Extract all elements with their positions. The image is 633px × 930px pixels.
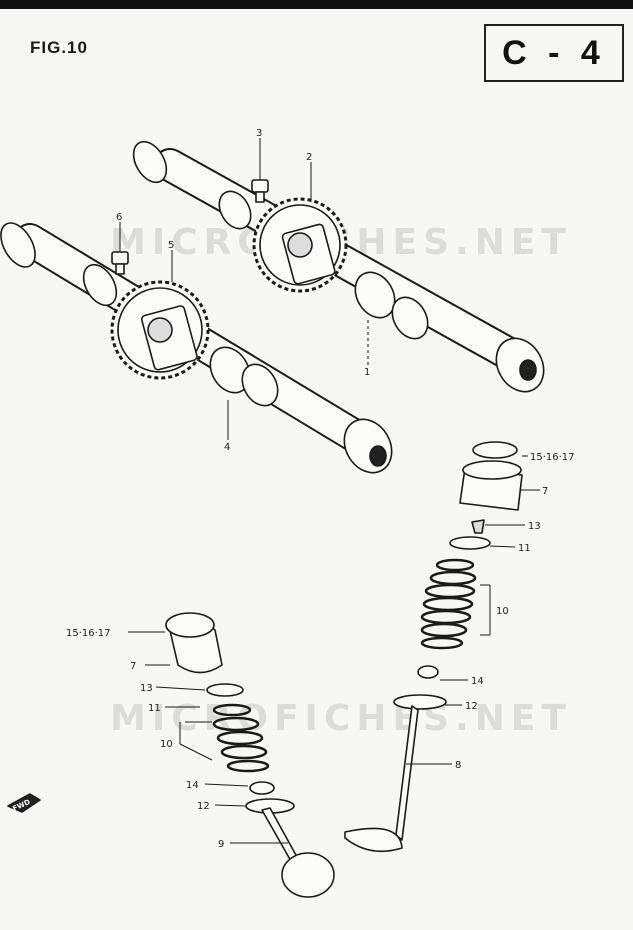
callout-4: 4 <box>224 442 230 453</box>
callout-10-left: 10 <box>160 739 173 750</box>
seal-right <box>417 665 439 679</box>
callout-6: 6 <box>116 212 122 223</box>
callout-15-16-17-right: 15·16·17 <box>530 452 575 463</box>
seal-left <box>249 781 275 795</box>
top-border-bar <box>0 0 633 9</box>
callout-14-left: 14 <box>186 780 199 791</box>
fwd-arrow-icon <box>7 793 41 813</box>
callout-3: 3 <box>256 128 262 139</box>
callout-10-right: 10 <box>496 606 509 617</box>
exhaust-valve-head <box>344 827 403 853</box>
spring-left <box>212 703 270 773</box>
retainer-left <box>206 683 244 697</box>
valve-assembly-left <box>165 612 335 898</box>
callout-9: 9 <box>218 839 224 850</box>
sprocket-upper <box>252 197 348 293</box>
callout-2: 2 <box>306 152 312 163</box>
callout-13-right: 13 <box>528 521 541 532</box>
bolt-6 <box>111 251 129 275</box>
callout-15-16-17-left: 15·16·17 <box>66 628 111 639</box>
callout-5: 5 <box>168 240 174 251</box>
shim-right <box>472 441 518 459</box>
callout-14-right: 14 <box>471 676 484 687</box>
figure-label: FIG.10 <box>30 38 88 57</box>
valve-assembly-right <box>344 441 523 853</box>
callout-11-right: 11 <box>518 543 531 554</box>
camshaft-upper <box>132 140 545 393</box>
exhaust-valve-stem <box>395 705 419 841</box>
callout-8: 8 <box>455 760 461 771</box>
callout-1: 1 <box>364 367 370 378</box>
callout-11-left: 11 <box>148 703 161 714</box>
retainer-right <box>449 536 491 550</box>
sprocket-lower <box>110 280 210 380</box>
callout-12-left: 12 <box>197 801 210 812</box>
bolt-3 <box>251 179 269 203</box>
seat-right <box>393 694 447 710</box>
intake-valve-head <box>281 852 335 898</box>
callout-13-left: 13 <box>140 683 153 694</box>
watermark-bottom: MICROFICHES.NET <box>110 698 572 739</box>
callout-12-right: 12 <box>465 701 478 712</box>
spring-right <box>420 558 477 650</box>
callout-7-right: 7 <box>542 486 548 497</box>
cotter-right <box>471 519 485 534</box>
section-code-box: C - 4 <box>484 24 624 82</box>
callout-7-left: 7 <box>130 661 136 672</box>
